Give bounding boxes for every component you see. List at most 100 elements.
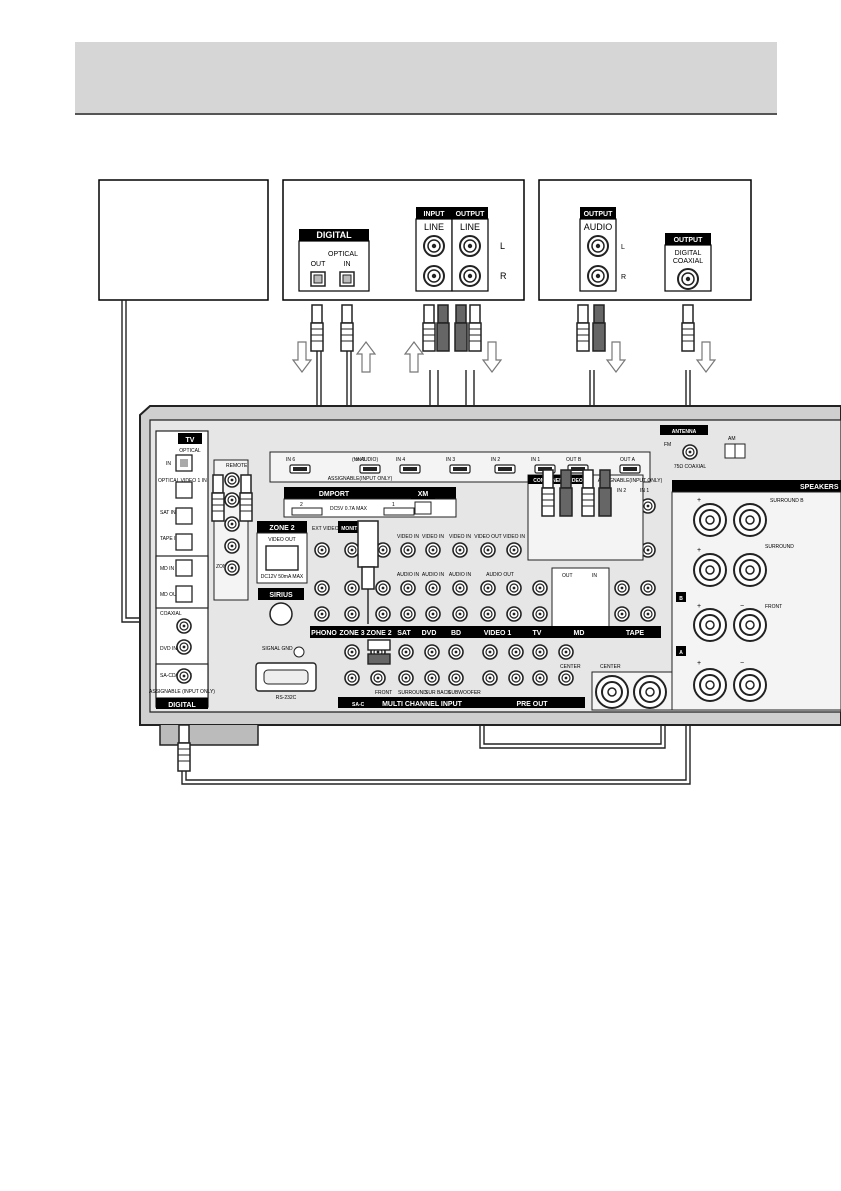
multichannel-jack[interactable] bbox=[448, 670, 464, 686]
rx-multi-channel: MULTI CHANNEL INPUT bbox=[382, 701, 463, 708]
front-a-minus-terminal[interactable] bbox=[733, 668, 767, 702]
rca-jack[interactable] bbox=[532, 580, 548, 596]
rca-jack[interactable] bbox=[614, 606, 630, 622]
md-optical-in-jack-rx[interactable] bbox=[175, 559, 193, 577]
rx-tv-in: IN bbox=[166, 461, 171, 467]
dmport-2-port[interactable] bbox=[291, 507, 323, 516]
surround-b-plus-terminal[interactable] bbox=[693, 503, 727, 537]
rca-jack[interactable] bbox=[400, 542, 416, 558]
monitor-audio-r-jack[interactable] bbox=[344, 606, 360, 622]
ext-audio-r-jack[interactable] bbox=[314, 606, 330, 622]
multichannel-jack[interactable] bbox=[424, 644, 440, 660]
multichannel-jack[interactable] bbox=[398, 670, 414, 686]
front-a-plus-terminal[interactable] bbox=[693, 668, 727, 702]
rca-jack[interactable] bbox=[640, 580, 656, 596]
rx-subwoofer: SUBWOOFER bbox=[448, 690, 481, 696]
hdmi-input-port[interactable] bbox=[449, 464, 471, 474]
md-line-out-l-jack[interactable] bbox=[459, 235, 481, 257]
monitor-video-out-jack[interactable] bbox=[344, 542, 360, 558]
rca-jack[interactable] bbox=[480, 542, 496, 558]
rca-jack[interactable] bbox=[480, 606, 496, 622]
sirius-port[interactable] bbox=[269, 602, 293, 626]
rca-jack[interactable] bbox=[375, 580, 391, 596]
rca-jack[interactable] bbox=[614, 580, 630, 596]
dmport-1-port[interactable] bbox=[383, 507, 415, 516]
rca-jack[interactable] bbox=[640, 606, 656, 622]
rca-jack[interactable] bbox=[425, 606, 441, 622]
sacd-audio-label: AUDIO bbox=[584, 222, 613, 232]
rx-tape-in: TAPE IN bbox=[160, 536, 179, 542]
rca-jack[interactable] bbox=[506, 580, 522, 596]
sacd-audio-l-jack[interactable] bbox=[587, 235, 609, 257]
rca-jack[interactable] bbox=[532, 606, 548, 622]
tape-optical-jack[interactable] bbox=[175, 533, 193, 551]
multichannel-jack[interactable] bbox=[558, 670, 574, 686]
hdmi-out-a-port[interactable] bbox=[619, 464, 641, 474]
rca-jack[interactable] bbox=[425, 580, 441, 596]
sacd-coaxial-jack[interactable] bbox=[677, 268, 699, 290]
rca-jack[interactable] bbox=[480, 580, 496, 596]
surround-plus-terminal[interactable] bbox=[693, 553, 727, 587]
multichannel-jack[interactable] bbox=[370, 670, 386, 686]
zone2-header bbox=[257, 521, 307, 533]
zone2-rj45-port[interactable] bbox=[265, 545, 299, 571]
hdmi-input-port[interactable] bbox=[289, 464, 311, 474]
video1-optical-jack[interactable] bbox=[175, 481, 193, 499]
remote-jack-2[interactable] bbox=[224, 492, 240, 508]
rca-jack[interactable] bbox=[452, 542, 468, 558]
rca-jack[interactable] bbox=[452, 606, 468, 622]
multichannel-jack[interactable] bbox=[558, 644, 574, 660]
center-plus-terminal[interactable] bbox=[595, 675, 629, 709]
zone1-jack[interactable] bbox=[224, 560, 240, 576]
multichannel-jack[interactable] bbox=[532, 644, 548, 660]
monitor-audio-l-jack[interactable] bbox=[344, 580, 360, 596]
rca-jack[interactable] bbox=[425, 542, 441, 558]
multichannel-jack[interactable] bbox=[508, 644, 524, 660]
md-optical-out-jack-rx[interactable] bbox=[175, 585, 193, 603]
center-minus-terminal[interactable] bbox=[633, 675, 667, 709]
multichannel-jack[interactable] bbox=[448, 644, 464, 660]
surround-minus-terminal[interactable] bbox=[733, 553, 767, 587]
multichannel-jack[interactable] bbox=[424, 670, 440, 686]
rca-jack[interactable] bbox=[400, 580, 416, 596]
md-line-out-r-jack[interactable] bbox=[459, 265, 481, 287]
front-b-plus-terminal[interactable] bbox=[693, 608, 727, 642]
md-line-out-plug-r bbox=[468, 304, 482, 352]
multichannel-jack[interactable] bbox=[344, 644, 360, 660]
multichannel-jack[interactable] bbox=[532, 670, 548, 686]
multichannel-jack[interactable] bbox=[508, 670, 524, 686]
rca-jack[interactable] bbox=[375, 606, 391, 622]
hdmi-input-port[interactable] bbox=[494, 464, 516, 474]
md-line-in-l-jack[interactable] bbox=[423, 235, 445, 257]
rx-sur-back: SUR BACK bbox=[425, 690, 451, 696]
multichannel-jack[interactable] bbox=[398, 644, 414, 660]
rca-jack[interactable] bbox=[400, 606, 416, 622]
hdmi-input-port[interactable] bbox=[359, 464, 381, 474]
multichannel-jack[interactable] bbox=[482, 644, 498, 660]
rca-jack[interactable] bbox=[452, 580, 468, 596]
sacd-audio-r-jack[interactable] bbox=[587, 265, 609, 287]
rca-jack[interactable] bbox=[506, 606, 522, 622]
tv-label-bg bbox=[178, 433, 202, 444]
dvd-coaxial-jack[interactable] bbox=[176, 639, 192, 655]
remote-jack-1[interactable] bbox=[224, 472, 240, 488]
surround-b-minus-terminal[interactable] bbox=[733, 503, 767, 537]
md-line-in-r-jack[interactable] bbox=[423, 265, 445, 287]
hdmi-input-port[interactable] bbox=[399, 464, 421, 474]
remote-jack-3[interactable] bbox=[224, 516, 240, 532]
front-b-minus-terminal[interactable] bbox=[733, 608, 767, 642]
sat-optical-jack[interactable] bbox=[175, 507, 193, 525]
rca-jack[interactable] bbox=[506, 542, 522, 558]
ext-audio-l-jack[interactable] bbox=[314, 580, 330, 596]
signal-gnd-terminal[interactable] bbox=[293, 646, 305, 658]
dmport-plug bbox=[357, 520, 379, 568]
ext-video-in-jack[interactable] bbox=[314, 542, 330, 558]
multichannel-jack[interactable] bbox=[344, 670, 360, 686]
coaxial-in-jack[interactable] bbox=[176, 618, 192, 634]
fm-antenna-jack[interactable] bbox=[682, 444, 698, 460]
sacd-coaxial-jack-rx[interactable] bbox=[176, 668, 192, 684]
rx-center: CENTER bbox=[560, 664, 581, 670]
multichannel-jack[interactable] bbox=[482, 670, 498, 686]
xm-port[interactable] bbox=[414, 501, 432, 515]
remote-jack-4[interactable] bbox=[224, 538, 240, 554]
